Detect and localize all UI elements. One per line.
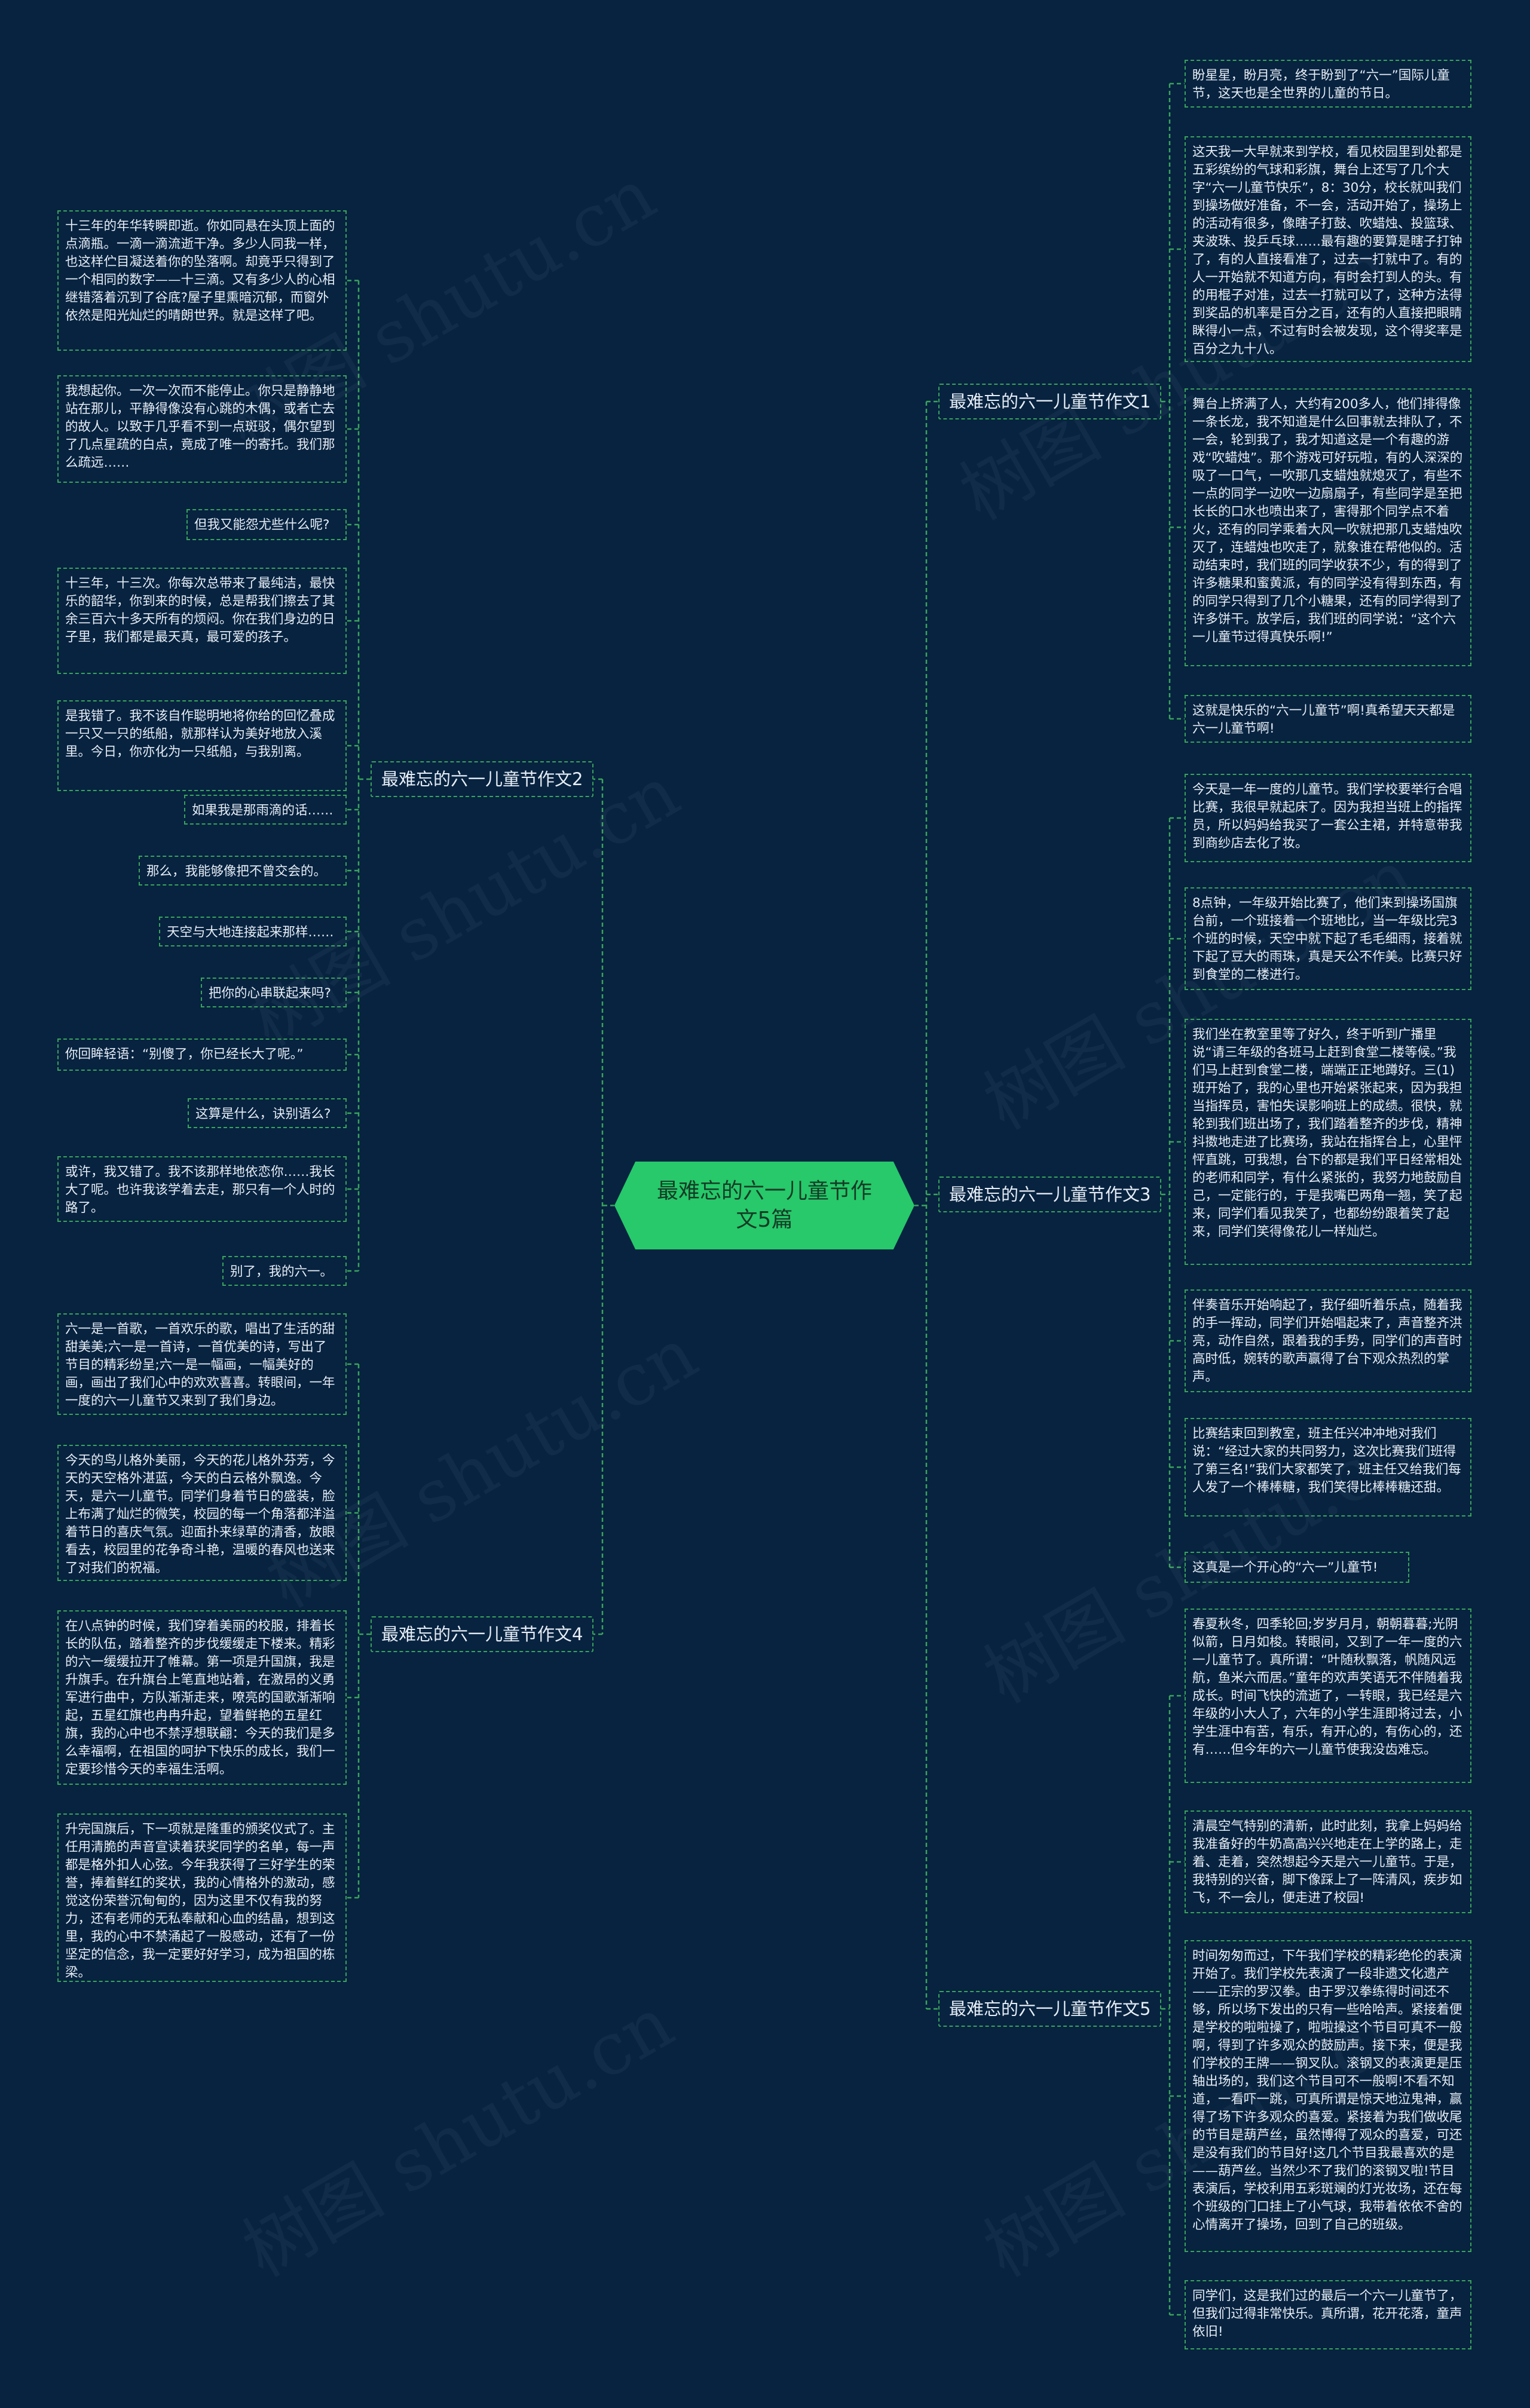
text-node[interactable]: 如果我是那雨滴的话……	[184, 795, 347, 825]
branch-essay-4[interactable]: 最难忘的六一儿童节作文4	[371, 1616, 594, 1652]
text-node[interactable]: 清晨空气特别的清新，此时此刻，我拿上妈妈给我准备好的牛奶高高兴兴地走在上学的路上…	[1185, 1810, 1471, 1913]
root-topic[interactable]: 最难忘的六一儿童节作文5篇	[614, 1162, 914, 1249]
text-node[interactable]: 今天是一年一度的儿童节。我们学校要举行合唱比赛，我很早就起床了。因为我担当班上的…	[1185, 774, 1471, 862]
text-node[interactable]: 同学们，这是我们过的最后一个六一儿童节了，但我们过得非常快乐。真所谓，花开花落，…	[1185, 2280, 1471, 2349]
text-node[interactable]: 天空与大地连接起来那样……	[159, 917, 347, 946]
text-node[interactable]: 这天我一大早就来到学校，看见校园里到处都是五彩缤纷的气球和彩旗，舞台上还写了几个…	[1185, 136, 1471, 362]
text-node[interactable]: 或许，我又错了。我不该那样地依恋你……我长大了呢。也许我该学着去走，那只有一个人…	[57, 1156, 347, 1222]
text-node[interactable]: 今天的鸟儿格外美丽，今天的花儿格外芬芳，今天的天空格外湛蓝，今天的白云格外飘逸。…	[57, 1445, 347, 1581]
branch-essay-3[interactable]: 最难忘的六一儿童节作文3	[938, 1177, 1162, 1212]
text-node[interactable]: 但我又能怨尤些什么呢?	[186, 509, 347, 540]
text-node[interactable]: 你回眸轻语：“别傻了，你已经长大了呢。”	[57, 1038, 347, 1071]
text-node[interactable]: 六一是一首歌，一首欢乐的歌，唱出了生活的甜甜美美;六一是一首诗，一首优美的诗，写…	[57, 1313, 347, 1415]
branch-essay-1[interactable]: 最难忘的六一儿童节作文1	[938, 384, 1162, 419]
text-node[interactable]: 这就是快乐的“六一儿童节”啊!真希望天天都是六一儿童节啊!	[1185, 695, 1471, 743]
branch-essay-5[interactable]: 最难忘的六一儿童节作文5	[938, 1991, 1162, 2027]
branch-essay-2[interactable]: 最难忘的六一儿童节作文2	[371, 761, 594, 797]
text-node[interactable]: 那么，我能够像把不曾交会的。	[139, 856, 347, 886]
text-node[interactable]: 时间匆匆而过，下午我们学校的精彩绝伦的表演开始了。我们学校先表演了一段非遗文化遗…	[1185, 1940, 1471, 2252]
text-node[interactable]: 是我错了。我不该自作聪明地将你给的回忆叠成一只又一只的纸船，就那样认为美好地放入…	[57, 700, 347, 791]
text-node[interactable]: 把你的心串联起来吗?	[201, 978, 347, 1007]
text-node[interactable]: 在八点钟的时候，我们穿着美丽的校服，排着长长的队伍，踏着整齐的步伐缓缓走下楼来。…	[57, 1610, 347, 1785]
text-node[interactable]: 别了，我的六一。	[222, 1256, 347, 1286]
text-node[interactable]: 春夏秋冬，四季轮回;岁岁月月，朝朝暮暮;光阴似箭，日月如梭。转眼间，又到了一年一…	[1185, 1609, 1471, 1783]
text-node[interactable]: 舞台上挤满了人，大约有200多人，他们排得像一条长龙，我不知道是什么回事就去排队…	[1185, 388, 1471, 666]
text-node[interactable]: 比赛结束回到教室，班主任兴冲冲地对我们说：“经过大家的共同努力，这次比赛我们班得…	[1185, 1418, 1471, 1517]
text-node[interactable]: 8点钟，一年级开始比赛了，他们来到操场国旗台前，一个班接着一个班地比，当一年级比…	[1185, 887, 1471, 990]
text-node[interactable]: 十三年，十三次。你每次总带来了最纯洁，最快乐的韶华，你到来的时候，总是帮我们擦去…	[57, 568, 347, 674]
text-node[interactable]: 升完国旗后，下一项就是隆重的颁奖仪式了。主任用清脆的声音宣读着获奖同学的名单，每…	[57, 1813, 347, 1982]
text-node[interactable]: 盼星星，盼月亮，终于盼到了“六一”国际儿童节，这天也是全世界的儿童的节日。	[1185, 60, 1471, 108]
text-node[interactable]: 这算是什么，诀别语么?	[188, 1098, 347, 1128]
text-node[interactable]: 十三年的年华转瞬即逝。你如同悬在头顶上面的点滴瓶。一滴一滴流逝干净。多少人同我一…	[57, 210, 347, 351]
text-node[interactable]: 伴奏音乐开始响起了，我仔细听着乐点，随着我的手一挥动，同学们开始唱起来了，声音整…	[1185, 1289, 1471, 1392]
text-node[interactable]: 我们坐在教室里等了好久，终于听到广播里说“请三年级的各班马上赶到食堂二楼等候。”…	[1185, 1019, 1471, 1265]
text-node[interactable]: 我想起你。一次一次而不能停止。你只是静静地站在那儿，平静得像没有心跳的木偶，或者…	[57, 375, 347, 483]
text-node[interactable]: 这真是一个开心的“六一”儿童节!	[1185, 1552, 1409, 1583]
